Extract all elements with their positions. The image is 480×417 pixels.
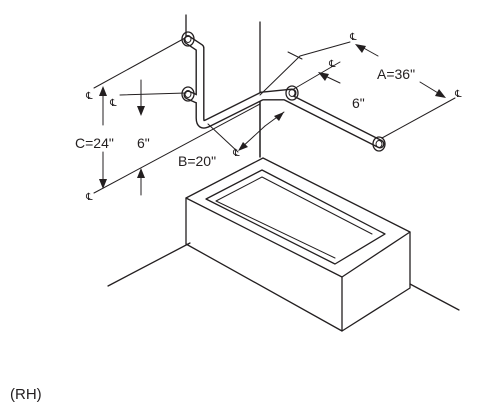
centerline-symbol: ℄ <box>85 192 93 203</box>
centerline-symbol: ℄ <box>232 148 240 159</box>
dimension-b: B=20" <box>178 111 285 169</box>
centerline-symbol: ℄ <box>85 91 93 102</box>
room-outline <box>107 14 460 311</box>
bathtub <box>185 157 411 332</box>
dimension-a-label: A=36" <box>377 66 415 82</box>
mounting-flanges <box>181 31 386 152</box>
grab-bar <box>183 35 385 149</box>
centerline-symbol: ℄ <box>454 89 462 100</box>
extension-lines <box>93 37 456 194</box>
dimension-a: A=36" <box>287 44 446 98</box>
centerline-symbol: ℄ <box>109 98 117 109</box>
dimension-top-offset: 6" <box>318 72 365 111</box>
dimension-c-label: C=24" <box>75 135 114 151</box>
dimension-c: C=24" <box>75 86 114 189</box>
dimension-left-offset: 6" <box>137 79 150 196</box>
centerline-symbols: ℄ ℄ ℄ ℄ ℄ ℄ ℄ <box>85 32 462 203</box>
dimension-b-label: B=20" <box>178 153 216 169</box>
centerline-symbol: ℄ <box>349 32 357 43</box>
dimension-left-offset-label: 6" <box>137 135 150 151</box>
orientation-caption: (RH) <box>10 386 42 403</box>
centerline-symbol: ℄ <box>328 59 336 70</box>
dimension-top-offset-label: 6" <box>352 95 365 111</box>
